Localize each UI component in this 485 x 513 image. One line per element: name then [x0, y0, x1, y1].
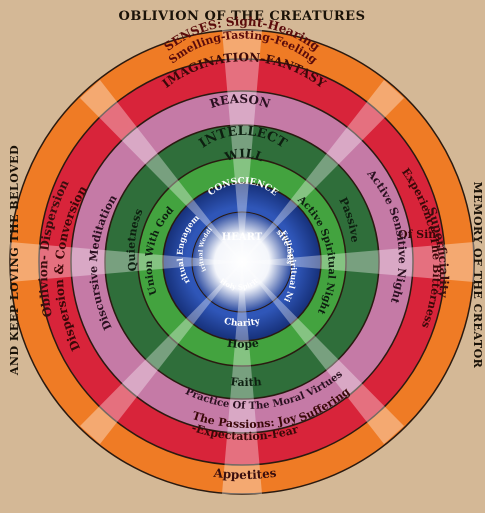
heart-label: HEART [222, 232, 263, 243]
hope-label: Hope [226, 337, 259, 351]
reason-label: REASON [208, 92, 272, 111]
ring-heart [191, 211, 293, 313]
top-label: OBLIVION OF THE CREATURES [119, 9, 366, 24]
appetites-label: Appetites [212, 466, 278, 482]
right-label: MEMORY OF THE CREATOR [471, 182, 484, 369]
faith-label: Faith [230, 375, 262, 389]
charity-label: Charity [223, 316, 262, 328]
of-sin-label: Of Sin [398, 228, 436, 241]
left-label: AND KEEP LOVING THE BELOVED [8, 145, 21, 376]
light-wedges [10, 30, 474, 494]
